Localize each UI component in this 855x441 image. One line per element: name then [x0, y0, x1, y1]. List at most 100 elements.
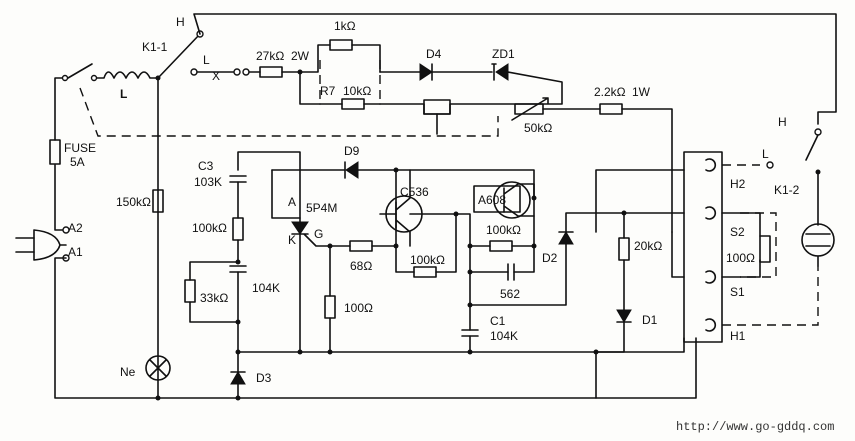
r7-dashed — [319, 60, 381, 104]
resistor-33k — [184, 279, 196, 303]
component-labels: H K1-1 L X 27kΩ 2W 1kΩ D4 ZD1 R7 10kΩ L … — [64, 15, 800, 385]
label-c536: C536 — [400, 185, 429, 199]
resistor-100k-right — [489, 240, 513, 252]
wire-c3-top — [237, 151, 301, 353]
resistor-r7-10k — [341, 98, 365, 110]
label-104k-left: 104K — [252, 281, 280, 295]
terminal-block — [683, 151, 723, 343]
label-10k: 10kΩ — [343, 84, 371, 98]
label-68: 68Ω — [350, 259, 372, 273]
resistor-68 — [349, 240, 373, 252]
wire-pot-network — [379, 71, 563, 115]
label-scr: 5P4M — [306, 201, 337, 215]
fuse-5a — [49, 139, 61, 165]
switch-contact-2 — [90, 74, 98, 82]
label-100-sensor: 100Ω — [726, 251, 755, 265]
wire-scr-anode — [271, 169, 301, 219]
label-scr-a: A — [288, 195, 296, 209]
wire-d4-zd1 — [431, 63, 493, 81]
switch-contact — [61, 74, 69, 82]
wire-rail-right — [595, 337, 685, 353]
neon-lamp — [145, 355, 171, 381]
wire-to-h2 — [595, 169, 685, 233]
resistor-2-2k — [599, 103, 623, 115]
label-fuse: FUSE — [64, 141, 96, 155]
label-d4: D4 — [426, 47, 442, 61]
label-2-2k: 2.2kΩ — [594, 85, 626, 99]
resistor-27k — [259, 66, 283, 78]
wire-fuse-up — [54, 77, 63, 141]
label-h2: H2 — [730, 177, 746, 191]
wire-d1 — [595, 321, 632, 399]
label-100k-mid: 100kΩ — [410, 253, 445, 267]
label-h-top: H — [176, 15, 185, 29]
inductor-l — [96, 71, 159, 79]
transistor-a608-label-box — [473, 185, 521, 213]
label-scr-g: G — [314, 227, 323, 241]
label-c3-val: 103K — [194, 175, 222, 189]
wire-562 — [469, 245, 535, 273]
heater-lamp — [801, 223, 835, 257]
wire-33k-top — [189, 261, 239, 281]
terminal-s2 — [705, 206, 717, 220]
diode-d9 — [345, 161, 359, 179]
transistor-a608 — [493, 181, 531, 219]
wire-to-s2 — [565, 212, 685, 233]
label-50k: 50kΩ — [524, 121, 552, 135]
resistor-100k-left — [232, 217, 244, 241]
label-150k: 150kΩ — [116, 195, 151, 209]
wire-100k-mid-right — [435, 213, 457, 273]
label-k1-1: K1-1 — [142, 40, 168, 54]
label-c1-val: 104K — [490, 329, 518, 343]
wire-1k — [299, 44, 381, 73]
label-562: 562 — [500, 287, 520, 301]
label-a608: A608 — [478, 193, 506, 207]
k1-2-h-contact — [814, 128, 822, 136]
terminal-a2 — [62, 226, 70, 234]
lamp-element — [805, 233, 831, 247]
relay-k1-2-blade — [805, 134, 819, 161]
label-h1: H1 — [730, 329, 746, 343]
label-c1: C1 — [490, 314, 506, 328]
capacitor-c3 — [229, 175, 247, 183]
resistor-100k-mid — [413, 266, 437, 278]
label-h-right: H — [778, 115, 787, 129]
resistor-20k — [618, 237, 630, 261]
wire-a1-bottom — [54, 257, 697, 399]
potentiometer — [423, 99, 451, 115]
neon-lamp-cross — [149, 359, 167, 377]
terminal-h2 — [705, 158, 717, 172]
scr-5p4m — [291, 221, 309, 235]
wire-a2 — [54, 164, 67, 231]
label-d3: D3 — [256, 371, 272, 385]
label-33k: 33kΩ — [200, 291, 228, 305]
label-fuse-val: 5A — [70, 155, 85, 169]
label-l-right: L — [762, 147, 769, 161]
label-100k-right: 100kΩ — [486, 223, 521, 237]
watermark-url: http://www.go-gddq.com — [676, 420, 834, 434]
mechanical-link-1 — [79, 87, 499, 137]
wire-100k-mid — [395, 245, 415, 273]
label-s1: S1 — [730, 285, 745, 299]
diode-d3 — [230, 371, 246, 385]
wire-h1-dash — [722, 266, 819, 326]
relay-k1-1-blade — [157, 33, 201, 79]
diode-d4 — [419, 63, 433, 81]
label-zd1: ZD1 — [492, 47, 515, 61]
zener-zd1 — [495, 63, 509, 81]
capacitor-c1 — [461, 329, 479, 337]
label-a1: A1 — [68, 245, 83, 259]
label-c3: C3 — [198, 159, 214, 173]
variable-arrow — [511, 97, 549, 121]
capacitor-562 — [507, 263, 515, 281]
resistor-100-sensor — [759, 235, 771, 263]
resistor-150k — [152, 189, 164, 213]
diode-d1 — [616, 309, 632, 323]
capacitor-104k-left — [229, 265, 247, 273]
label-r7: R7 — [320, 84, 336, 98]
c536-leads — [395, 169, 411, 247]
wire-d9-right — [344, 161, 397, 179]
wire-2-2k — [621, 108, 673, 233]
label-ne: Ne — [120, 365, 136, 379]
diode-d2 — [558, 231, 574, 245]
